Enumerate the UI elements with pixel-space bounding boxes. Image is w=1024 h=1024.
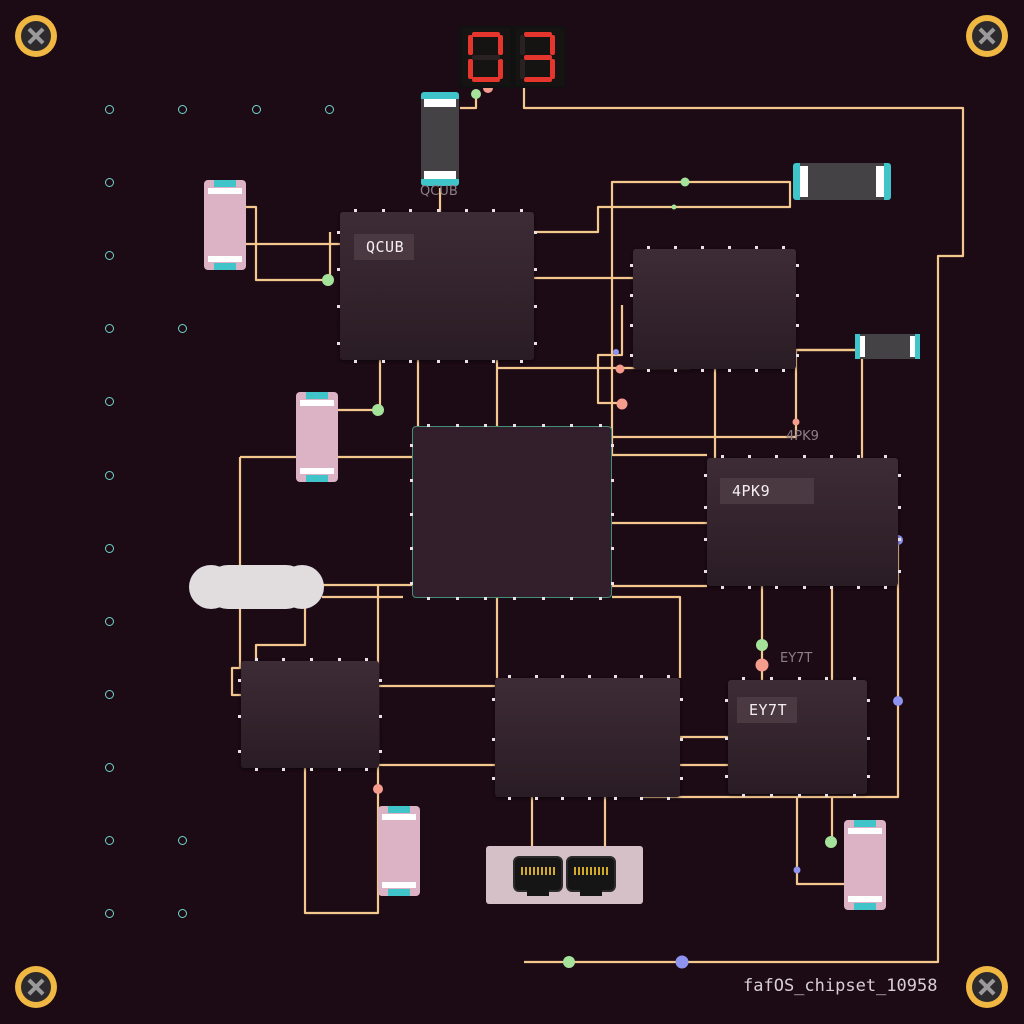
test-point (178, 836, 187, 845)
main-processor[interactable] (410, 424, 614, 600)
test-point (105, 324, 114, 333)
capacitor (204, 180, 246, 270)
test-point (105, 763, 114, 772)
ethernet-port-icon[interactable] (513, 856, 563, 896)
display-digit-tens (462, 28, 510, 86)
chip-label: EY7T (737, 697, 798, 723)
screw-top-left (15, 15, 57, 57)
resistor-horizontal-small (855, 334, 920, 359)
seven-segment-display (458, 26, 566, 88)
display-digit-ones (516, 28, 564, 86)
test-point (105, 836, 114, 845)
chip-label: 4PK9 (720, 478, 814, 504)
resistor-horizontal-large (793, 163, 891, 200)
test-point (105, 617, 114, 626)
test-point (105, 909, 114, 918)
test-point (178, 105, 187, 114)
ethernet-port-icon[interactable] (566, 856, 616, 896)
board-id-label: fafOS_chipset_10958 (743, 976, 938, 996)
chip-4pk9[interactable]: 4PK9 (704, 455, 901, 589)
resistor-vertical (421, 92, 459, 186)
chip-4pk9-silkscreen: 4PK9 (786, 429, 819, 444)
test-point (252, 105, 261, 114)
screw-bottom-right (966, 966, 1008, 1008)
test-point (105, 690, 114, 699)
chip-unlabeled-top-right[interactable] (630, 246, 799, 372)
test-point (325, 105, 334, 114)
test-point (178, 909, 187, 918)
capacitor (844, 820, 886, 910)
cloud-icon (189, 565, 324, 609)
chip-ey7t[interactable]: EY7T (725, 677, 870, 797)
test-point (105, 178, 114, 187)
capacitor (378, 806, 420, 896)
capacitor (296, 392, 338, 482)
chip-unlabeled-left[interactable] (238, 658, 382, 771)
test-point (105, 105, 114, 114)
chip-qcub-silkscreen: QCUB (420, 184, 458, 199)
ethernet-port-block (486, 846, 643, 904)
test-point (105, 397, 114, 406)
screw-top-right (966, 15, 1008, 57)
chip-label: QCUB (354, 234, 415, 260)
test-point (105, 251, 114, 260)
chip-unlabeled-center[interactable] (492, 675, 683, 800)
chip-qcub[interactable]: QCUB (337, 209, 537, 363)
test-point (105, 544, 114, 553)
test-point (178, 324, 187, 333)
test-point (105, 471, 114, 480)
chip-ey7t-silkscreen: EY7T (780, 651, 813, 666)
screw-bottom-left (15, 966, 57, 1008)
